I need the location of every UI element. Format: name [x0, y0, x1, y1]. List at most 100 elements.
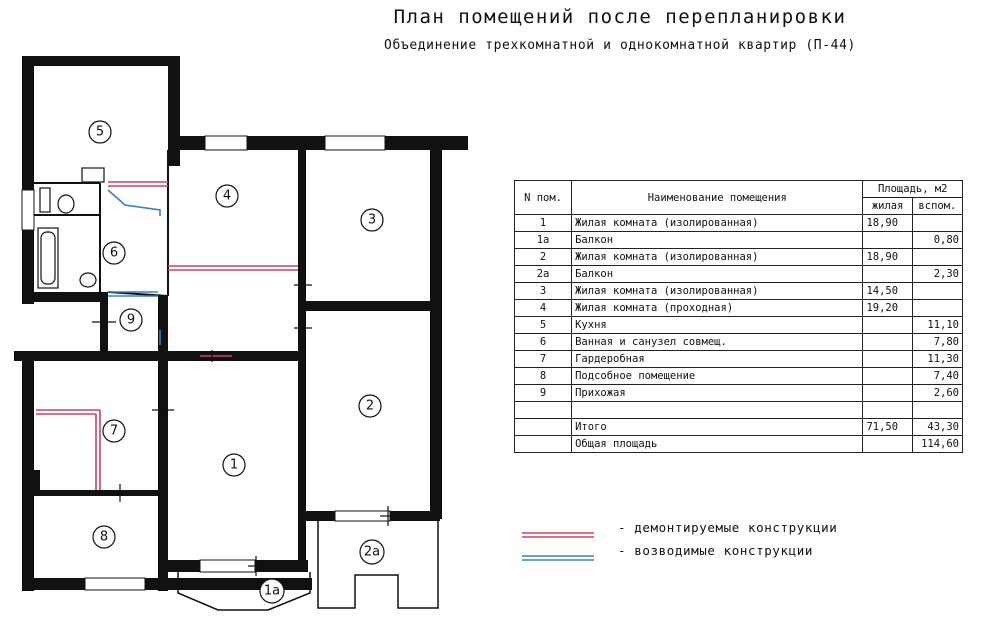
balconies — [177, 521, 439, 611]
table-cell-name: Балкон — [571, 265, 864, 283]
table-cell-aux — [911, 299, 964, 317]
table-cell-num — [513, 418, 573, 436]
floor-plan: 5 4 3 6 9 2 7 1 8 2а 1а — [14, 56, 468, 611]
table-cell-name: Ванная и санузел совмещ. — [571, 333, 864, 351]
table-cell-aux — [911, 282, 964, 300]
table-cell-aux — [911, 214, 964, 232]
table-header-row: N пом. Наименование помещения Площадь, м… — [513, 180, 963, 215]
table-cell-aux: 0,80 — [911, 231, 964, 249]
table-cell-living — [862, 265, 913, 283]
table-cell-num: 8 — [513, 367, 573, 385]
table-cell-name: Жилая комната (проходная) — [571, 299, 864, 317]
table-cell-num: 4 — [513, 299, 573, 317]
table-cell-living: 14,50 — [862, 282, 913, 300]
table-cell-name: Подсобное помещение — [571, 367, 864, 385]
table-cell-aux: 11,30 — [911, 350, 964, 368]
table-cell-name: Жилая комната (изолированная) — [571, 214, 864, 232]
table-cell-name: Балкон — [571, 231, 864, 249]
table-cell-name: Жилая комната (изолированная) — [571, 248, 864, 266]
table-cell-aux: 11,10 — [911, 316, 964, 334]
table-cell-aux: 7,80 — [911, 333, 964, 351]
erected-structures — [107, 189, 161, 345]
table-subheader-row: жилая вспом. — [515, 197, 964, 215]
room-2-label: 2 — [366, 399, 374, 414]
legend-demolished-line — [522, 523, 594, 538]
table-cell-living: 71,50 — [862, 418, 913, 436]
legend-erected-line — [522, 546, 594, 561]
column-header-area: Площадь, м2 — [862, 180, 963, 198]
table-row: Общая площадь 114,60 — [513, 435, 964, 453]
table-cell-name: Кухня — [571, 316, 864, 334]
legend-demolished-text: - демонтируемые конструкции — [618, 520, 838, 535]
room-1-label: 1 — [230, 458, 238, 473]
table-cell-living — [862, 367, 913, 385]
table-cell-aux: 2,60 — [911, 384, 964, 402]
table-cell-living: 19,20 — [862, 299, 913, 317]
table-cell-num: 9 — [513, 384, 573, 402]
demolished-structures — [36, 181, 298, 490]
column-header-aux: вспом. — [911, 197, 964, 215]
table-cell-living — [862, 231, 913, 249]
table-cell-num — [513, 435, 573, 453]
table-cell-aux: 114,60 — [911, 435, 964, 453]
room-7-label: 7 — [110, 424, 118, 439]
table-cell-num: 3 — [513, 282, 573, 300]
table-cell-living: 18,90 — [862, 248, 913, 266]
table-cell-living: 18,90 — [862, 214, 913, 232]
column-header-name: Наименование помещения — [571, 180, 864, 215]
table-cell-num: 6 — [513, 333, 573, 351]
room-markers — [88, 120, 385, 604]
table-row — [513, 401, 964, 419]
table-cell-living — [862, 435, 913, 453]
table-cell-living — [862, 333, 913, 351]
table-cell-aux: 43,30 — [911, 418, 964, 436]
table-cell-num: 7 — [513, 350, 573, 368]
table-cell-aux: 7,40 — [911, 367, 964, 385]
table-cell-living — [862, 401, 913, 419]
room-2a-label: 2а — [364, 545, 380, 560]
column-header-living: жилая — [862, 197, 913, 215]
table-cell-aux: 2,30 — [911, 265, 964, 283]
bath-fixtures — [37, 167, 105, 289]
table-cell-name: Итого — [571, 418, 864, 436]
table-cell-living — [862, 384, 913, 402]
table-cell-num: 2 — [513, 248, 573, 266]
table-cell-name: Общая площадь — [571, 435, 864, 453]
table-cell-aux — [911, 248, 964, 266]
room-9-label: 9 — [127, 313, 135, 328]
table-cell-living — [862, 316, 913, 334]
plan-title: План помещений после перепланировки — [393, 6, 847, 28]
windows — [21, 135, 391, 591]
table-cell-living — [862, 350, 913, 368]
table-cell-num: 2а — [513, 265, 573, 283]
room-5-label: 5 — [96, 125, 104, 140]
room-1a-label: 1а — [264, 584, 280, 599]
room-4-label: 4 — [223, 189, 231, 204]
table-cell-name: Жилая комната (изолированная) — [571, 282, 864, 300]
table-cell-name: Прихожая — [571, 384, 864, 402]
table-cell-num: 1 — [513, 214, 573, 232]
table-cell-num — [513, 401, 573, 419]
room-8-label: 8 — [100, 530, 108, 545]
table-cell-aux — [911, 401, 964, 419]
table-cell-num: 1а — [513, 231, 573, 249]
door-marks — [92, 278, 396, 576]
table-cell-name: Гардеробная — [571, 350, 864, 368]
column-header-num: N пом. — [513, 180, 573, 215]
room-area-table: N пом. Наименование помещения Площадь, м… — [513, 180, 964, 453]
table-cell-name — [571, 401, 864, 419]
room-6-label: 6 — [110, 246, 118, 261]
room-3-label: 3 — [368, 213, 376, 228]
